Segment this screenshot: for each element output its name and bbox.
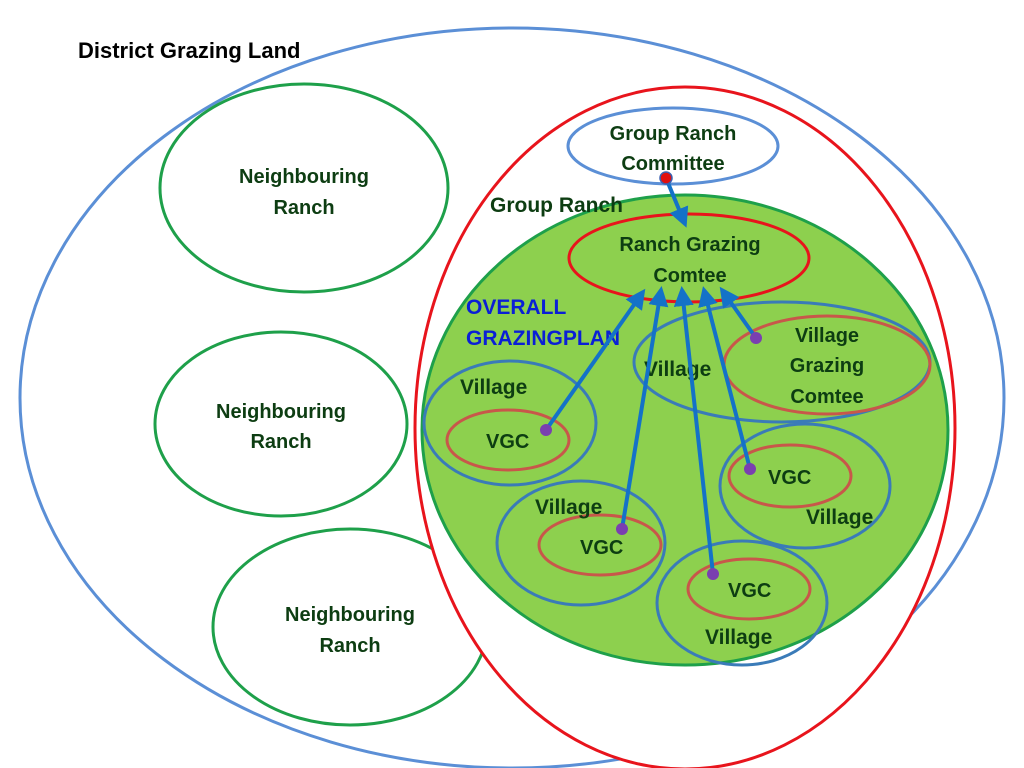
svg-text:VGC: VGC <box>580 537 623 559</box>
connector-dot <box>707 568 719 580</box>
svg-text:Village: Village <box>705 626 772 649</box>
arrow <box>664 177 689 228</box>
village: Village VGC <box>655 539 829 667</box>
connector-dot <box>659 171 673 185</box>
village: Village VGC <box>495 479 667 607</box>
svg-text:Comtee: Comtee <box>653 265 726 287</box>
village: Village VGC <box>422 359 598 487</box>
connector-dot <box>616 523 628 535</box>
connector-dot <box>744 463 756 475</box>
svg-text:Ranch: Ranch <box>319 635 380 657</box>
svg-text:Neighbouring: Neighbouring <box>216 401 346 423</box>
arrow <box>673 286 715 575</box>
arrow <box>698 286 752 470</box>
neighbouring-ranch: Neighbouring Ranch <box>153 330 409 518</box>
arrow <box>719 286 758 340</box>
neighbouring-ranch: Neighbouring Ranch <box>211 527 489 727</box>
ranch-grazing-comtee: Ranch Grazing Comtee <box>567 212 811 304</box>
svg-text:VGC: VGC <box>728 580 771 602</box>
svg-text:Group Ranch: Group Ranch <box>610 123 737 145</box>
connector-dot <box>540 424 552 436</box>
svg-text:Neighbouring: Neighbouring <box>239 166 369 188</box>
neighbouring-ranch: Neighbouring Ranch <box>158 82 450 294</box>
district-title: District Grazing Land <box>78 38 300 63</box>
village: Village VGC <box>718 422 892 550</box>
svg-text:VGC: VGC <box>486 431 529 453</box>
svg-text:Ranch: Ranch <box>250 431 311 453</box>
district-boundary <box>18 26 1006 768</box>
group-ranch-label: Group Ranch <box>490 194 623 217</box>
arrow <box>620 286 669 530</box>
svg-text:Ranch: Ranch <box>273 197 334 219</box>
arrow <box>544 288 646 432</box>
svg-text:Grazing: Grazing <box>790 355 864 377</box>
svg-text:Village: Village <box>535 496 602 519</box>
village-large: Village Village Grazing Comtee <box>632 300 932 424</box>
svg-text:Comtee: Comtee <box>790 386 863 408</box>
svg-text:Committee: Committee <box>621 153 724 175</box>
svg-text:Village: Village <box>644 358 711 381</box>
svg-text:Village: Village <box>460 376 527 399</box>
svg-text:Ranch Grazing: Ranch Grazing <box>619 234 760 256</box>
overall-plan-label-1: OVERALL <box>466 296 567 319</box>
svg-text:Village: Village <box>795 325 859 347</box>
group-ranch-committee: Group Ranch Committee <box>566 106 780 186</box>
connector-dot <box>750 332 762 344</box>
arrows <box>544 177 758 575</box>
overall-plan-label-2: GRAZINGPLAN <box>466 327 620 350</box>
svg-text:VGC: VGC <box>768 467 811 489</box>
svg-text:Village: Village <box>806 506 873 529</box>
svg-text:Neighbouring: Neighbouring <box>285 604 415 626</box>
